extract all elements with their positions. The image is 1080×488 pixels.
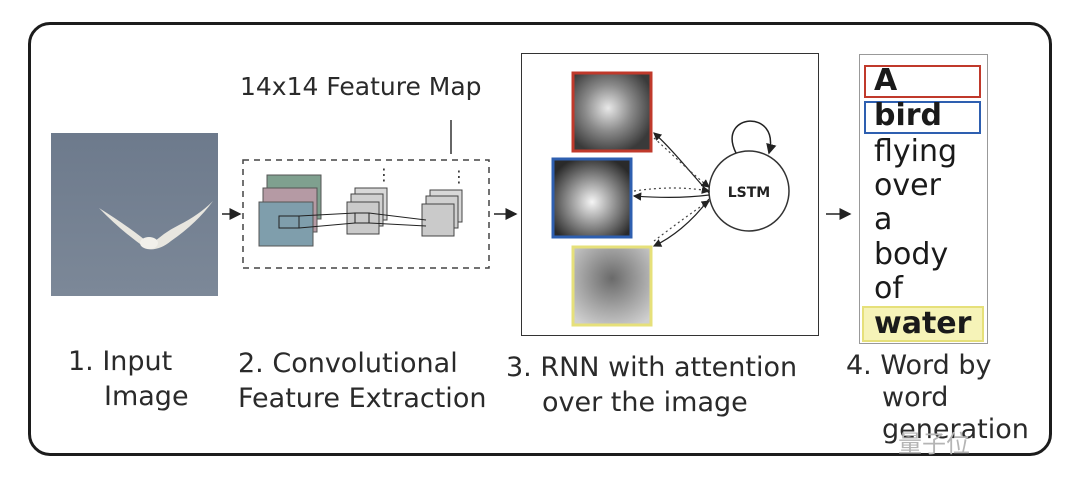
highlight-water [862,306,984,342]
watermark: 量子位 [898,430,970,458]
attention-map-3 [571,245,653,327]
stage-4-label: 4. Word by word generation [846,350,1029,445]
rnn-diagram: LSTM [551,71,790,327]
feature-layer-a3 [346,201,380,235]
stage-2-label: 2. Convolutional Feature Extraction [238,348,487,414]
feature-layer-b3 [421,203,455,237]
input-image [51,133,218,296]
word-list: A bird flying over a body of water [859,54,988,344]
lstm-self-loop [731,120,777,155]
word-4: over [874,168,941,203]
conv-diagram: ⋮ ⋮ [242,120,490,269]
conv-box [242,159,490,269]
lstm-label: LSTM [728,185,771,201]
word-1: A [874,63,898,98]
input-layer-3 [258,201,314,247]
word-2: bird [874,98,943,133]
word-8: water [874,306,972,341]
highlight-bird [864,101,981,134]
attention-map-1 [571,71,653,153]
svg-text:⋮: ⋮ [376,165,392,184]
svg-text:⋮: ⋮ [451,167,467,186]
stage-1-label: 1. Input Image [68,346,189,412]
attention-map-2 [551,157,633,239]
word-7: of [874,271,903,306]
stage-3-label: 3. RNN with attention over the image [506,352,798,418]
word-6: body [874,237,949,272]
highlight-A [864,65,981,98]
feature-map-label: 14x14 Feature Map [240,72,482,101]
word-5: a [874,202,893,237]
word-3: flying [874,134,958,169]
